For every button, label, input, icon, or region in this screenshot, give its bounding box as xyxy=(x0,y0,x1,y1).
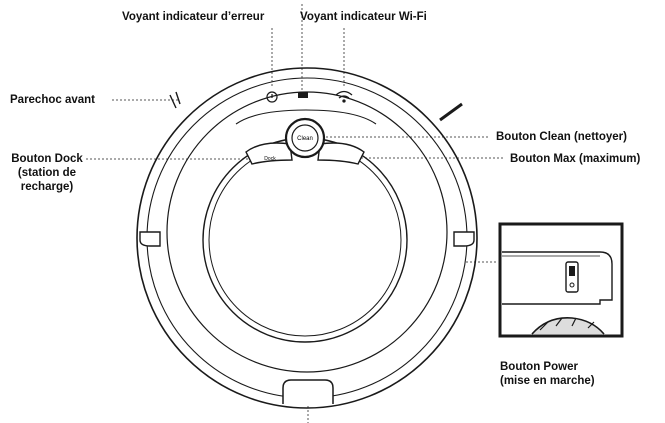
label-dock-line1: Bouton Dock xyxy=(11,153,83,165)
label-dock-button: Bouton Dock (station de recharge) xyxy=(8,152,86,194)
left-bumper-tab xyxy=(139,231,161,247)
control-panel xyxy=(235,109,377,165)
panel-arc xyxy=(235,109,377,125)
clean-key-text: Clean xyxy=(297,136,313,142)
dock-key-icon xyxy=(245,142,293,165)
dock-key-text: Dock xyxy=(264,156,276,162)
inset-wheel xyxy=(531,317,605,335)
battery-light-icon xyxy=(298,92,308,98)
wifi-light-icon xyxy=(335,90,353,103)
label-front-bumper: Parechoc avant xyxy=(10,94,96,106)
dustbin-inner xyxy=(208,143,402,337)
label-max-button: Bouton Max (maximum) xyxy=(510,153,641,165)
label-power-line2: (mise en marche) xyxy=(500,375,595,387)
power-switch-off-mark xyxy=(569,282,575,288)
leader-lines xyxy=(86,4,504,423)
power-switch-rocker xyxy=(569,266,575,276)
clean-ring-inner xyxy=(291,124,319,152)
left-brush-icon xyxy=(169,91,181,109)
inset-frame xyxy=(498,222,624,338)
right-bumper-tab xyxy=(453,231,475,247)
label-error-light: Voyant indicateur d’erreur xyxy=(122,11,265,23)
label-power-line1: Bouton Power xyxy=(500,361,578,373)
label-wifi-light: Voyant indicateur Wi-Fi xyxy=(300,11,427,23)
label-dock-line3: recharge) xyxy=(20,181,74,193)
label-power-button: Bouton Power (mise en marche) xyxy=(500,360,595,388)
rear-notch xyxy=(282,379,334,404)
bumper-tabs xyxy=(139,231,475,247)
max-key-icon xyxy=(317,142,365,165)
dustbin-outer xyxy=(202,137,408,343)
label-clean-button: Bouton Clean (nettoyer) xyxy=(496,131,627,143)
inset-wheel-tread xyxy=(539,317,595,331)
side-brushes xyxy=(169,91,463,122)
power-inset xyxy=(498,222,624,338)
inset-body-edge xyxy=(502,251,613,305)
outer-shell xyxy=(136,67,478,409)
indicator-icons xyxy=(266,90,353,103)
label-dock-line2: (station de xyxy=(17,167,77,179)
right-brush-icon xyxy=(439,102,463,122)
error-light-icon xyxy=(266,91,278,103)
